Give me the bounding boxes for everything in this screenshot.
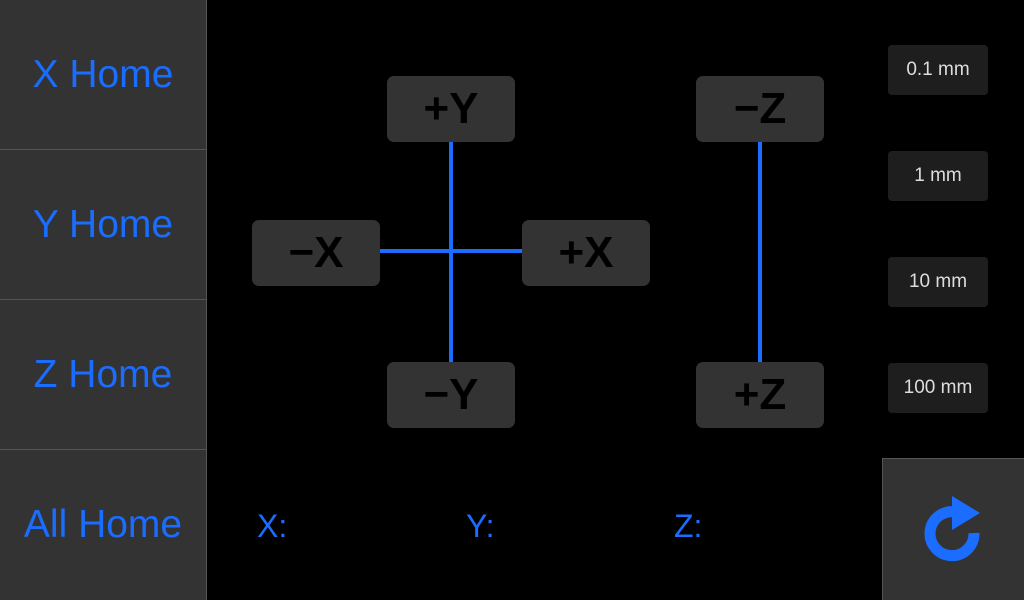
jog-minus-x-button[interactable]: −X (252, 220, 380, 286)
sidebar: X Home Y Home Z Home All Home (0, 0, 207, 600)
x-coordinate-label: X: (257, 508, 288, 544)
step-0-1mm-button[interactable]: 0.1 mm (888, 45, 988, 95)
z-home-button[interactable]: Z Home (0, 300, 206, 450)
jog-plus-x-button[interactable]: +X (522, 220, 650, 286)
jog-plus-z-button[interactable]: +Z (696, 362, 824, 428)
jog-plus-y-button[interactable]: +Y (387, 76, 515, 142)
step-100mm-button[interactable]: 100 mm (888, 363, 988, 413)
refresh-icon (924, 495, 980, 561)
y-home-button[interactable]: Y Home (0, 150, 206, 300)
jog-minus-z-button[interactable]: −Z (696, 76, 824, 142)
step-1mm-button[interactable]: 1 mm (888, 151, 988, 201)
z-coordinate-label: Z: (674, 508, 703, 544)
jog-minus-y-button[interactable]: −Y (387, 362, 515, 428)
step-10mm-button[interactable]: 10 mm (888, 257, 988, 307)
y-coordinate-label: Y: (466, 508, 495, 544)
refresh-button[interactable] (882, 458, 1024, 600)
z-axis-line (758, 140, 762, 364)
x-axis-line (378, 249, 524, 253)
x-home-button[interactable]: X Home (0, 0, 206, 150)
all-home-button[interactable]: All Home (23, 503, 183, 546)
